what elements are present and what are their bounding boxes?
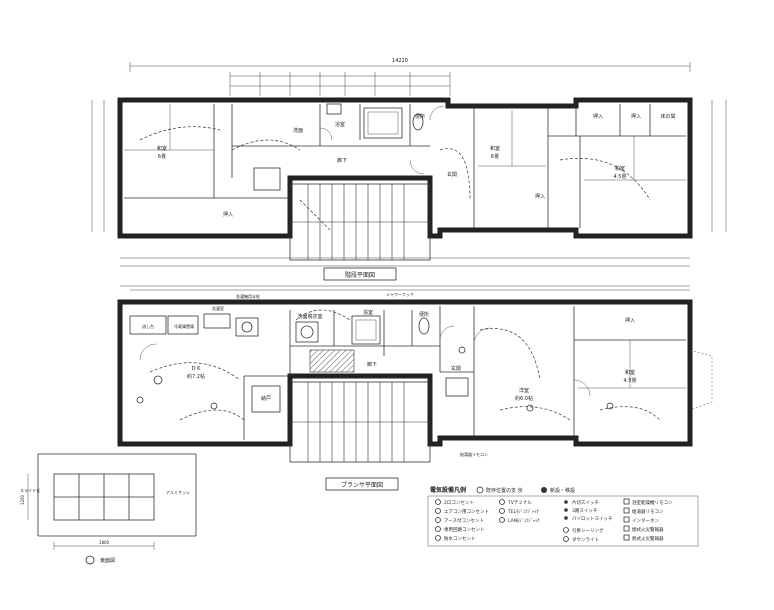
elevation-drawing: 1800 1200 スライド式 アルミサッシ 東面図 xyxy=(20,453,197,565)
upper-closet-right-top-label: 押入 xyxy=(593,113,603,120)
upper-wash-label: 洗面 xyxy=(293,127,303,134)
legend-item: 専用回路コンセント xyxy=(444,526,485,533)
lower-dk-area: 約7.2帖 xyxy=(187,373,205,380)
legend-col2: TVテミナル TELﾓｼﾞｭﾗｼﾞｬｯｸ LANﾓｼﾞｭﾗｼﾞｬｯｸ xyxy=(499,499,540,524)
upper-washitsu-left-label: 和室 xyxy=(157,145,167,152)
legend-col1: 2口コンセント エアコン用コンセント アース付コンセント 専用回路コンセント 防… xyxy=(435,499,489,542)
upper-closet-left-label: 押入 xyxy=(223,211,233,218)
elevation-note-right: アルミサッシ xyxy=(166,490,190,495)
elevation-width-dim: 1800 xyxy=(99,540,110,545)
upper-entrance-label: 玄関 xyxy=(447,171,457,178)
legend-item: 煙式火災警報器 xyxy=(632,526,664,533)
upper-closet-right-top2-label: 押入 xyxy=(631,113,641,120)
legend-item: 熱式火災警報器 xyxy=(632,535,664,542)
upper-corridor-label: 廊下 xyxy=(337,157,347,164)
lower-youshitsu-label: 洋室 xyxy=(519,387,529,394)
lower-note-washer: 洗濯機用水栓 xyxy=(236,293,260,299)
lower-dk-label: D K xyxy=(192,366,201,372)
legend-item: 給湯器リモコン xyxy=(632,508,664,515)
legend-item: 3路スイッチ xyxy=(572,507,598,514)
legend-item: 浴室乾燥機リモコン xyxy=(632,499,673,506)
legend-new: 新設・移設 xyxy=(550,487,575,494)
legend-col4: 浴室乾燥機リモコン 給湯器リモコン インターホン 煙式火災警報器 熱式火災警報器 xyxy=(623,498,673,542)
lower-washitsu-label: 和室 xyxy=(625,369,635,376)
legend-item: 2口コンセント xyxy=(444,500,474,506)
upper-overall-dim: 14220 xyxy=(392,58,408,64)
lower-laundry-label: 洗濯室 xyxy=(212,305,224,311)
lower-bath-label: 浴室 xyxy=(363,309,373,316)
elevation-note-left: スライド式 xyxy=(20,487,40,493)
legend-item: インターホン xyxy=(632,517,659,524)
upper-bath-label: 浴室 xyxy=(335,121,345,128)
lower-washroom-label: 洗面脱衣室 xyxy=(297,313,322,320)
lower-sink-label: 流し台 xyxy=(142,323,154,329)
upper-washitsu-right-size: 4.5畳 xyxy=(614,174,627,180)
legend-item: 引掛シーリング xyxy=(572,527,604,534)
legend-item: アース付コンセント xyxy=(444,517,484,524)
upper-closet-mid-label: 押入 xyxy=(535,193,545,200)
lower-youshitsu-area: 約6.0帖 xyxy=(515,395,533,402)
upper-washitsu-mid-size: 6畳 xyxy=(491,154,499,160)
upper-washitsu-mid-label: 和室 xyxy=(490,145,500,152)
lower-floor-plan: D K 約7.2帖 洗面脱衣室 浴室 便所 廊下 玄関 洋室 約6.0帖 和室 … xyxy=(117,285,713,491)
legend-existing: 既存位置の支 京 xyxy=(486,487,523,494)
lower-washitsu-size: 4.5畳 xyxy=(624,378,637,384)
electrical-legend: 電気設備凡例 既存位置の支 京 新設・移設 2口コンセント エアコン用コンセント… xyxy=(427,486,699,547)
legend-item: ダウンライト xyxy=(572,536,599,543)
legend-item: エアコン用コンセント xyxy=(444,509,489,515)
lower-corridor-label: 廊下 xyxy=(367,361,377,368)
legend-title: 電気設備凡例 xyxy=(430,486,466,494)
legend-box xyxy=(427,495,699,547)
elevation-title-marker xyxy=(85,555,95,565)
upper-tokonoma-label: 床の間 xyxy=(660,113,675,120)
upper-washitsu-right-label: 和室 xyxy=(615,165,625,172)
legend-item: LANﾓｼﾞｭﾗｼﾞｬｯｸ xyxy=(508,517,540,524)
legend-item: TELﾓｼﾞｭﾗｼﾞｬｯｸ xyxy=(507,508,539,515)
lower-floor-title-box xyxy=(325,477,399,491)
lower-floor-title: プランサ平面図 xyxy=(341,482,383,489)
lower-entrance-label: 玄関 xyxy=(451,365,461,372)
lower-storage-label: 納戸 xyxy=(261,395,271,402)
elevation-title: 東面図 xyxy=(100,557,115,564)
upper-floor-title-box xyxy=(323,267,397,281)
lower-note-shower: シャワーフック xyxy=(386,291,414,297)
legend-item: TVテミナル xyxy=(507,500,532,506)
lower-closet-label: 押入 xyxy=(625,317,635,324)
legend-item: 片切スイッチ xyxy=(572,499,599,506)
legend-existing-marker xyxy=(476,486,484,494)
upper-floor-plan: 14220 xyxy=(91,58,727,281)
elevation-height-dim: 1200 xyxy=(20,494,25,505)
lower-note-heater: 給湯器リモコン xyxy=(460,451,488,457)
legend-item: パイロットスイッチ xyxy=(572,516,613,522)
legend-item: 防水コンセント xyxy=(444,535,476,542)
lower-toilet-label: 便所 xyxy=(419,311,429,318)
legend-new-marker xyxy=(541,487,547,493)
upper-floor-title: 階段平面図 xyxy=(345,271,375,279)
upper-washitsu-left-size: 6畳 xyxy=(158,154,166,160)
lower-fridge-label: 冷蔵庫置場 xyxy=(174,323,194,329)
upper-toilet-label: 便所 xyxy=(415,113,425,120)
legend-col3: 片切スイッチ 3路スイッチ パイロットスイッチ 引掛シーリング ダウンライト xyxy=(563,499,613,543)
